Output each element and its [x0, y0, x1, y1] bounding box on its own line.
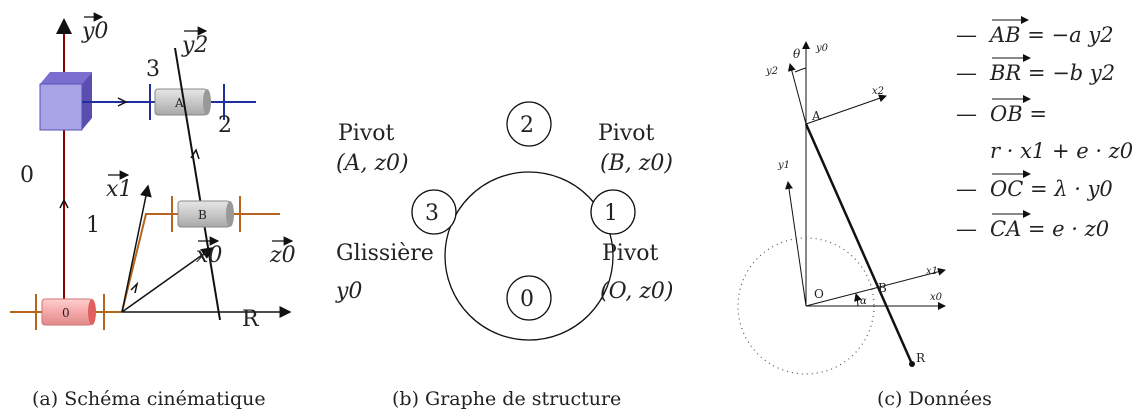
- label-A-c: A: [811, 109, 821, 123]
- eq-5: OC = λ · y0: [990, 177, 1113, 201]
- node-2: [506, 101, 552, 147]
- label-x0-c: x0: [930, 292, 943, 303]
- label-x0: x0: [196, 243, 222, 268]
- node-3: [411, 189, 457, 235]
- label-solid-2: 2: [218, 113, 232, 138]
- label-x1: x1: [106, 177, 132, 202]
- node-0-label: 0: [520, 287, 534, 312]
- label-block-0: 0: [62, 306, 70, 320]
- node-1-label: 1: [604, 201, 618, 226]
- slider-block-front: [39, 83, 83, 131]
- equation-list: — AB = −a y2 — BR = −b y2 — OB = r · x1 …: [956, 16, 1133, 241]
- label-y0-c: y0: [815, 43, 829, 54]
- rod-3: [174, 47, 221, 321]
- eq-3: OB =: [990, 102, 1047, 126]
- label-solid-3: 3: [146, 57, 160, 82]
- link-tick: [59, 198, 69, 209]
- kinematic-diagram: y0 y2 3 2 0 1 x1 x0 z0 A B 0 R (a) Schém…: [10, 12, 296, 410]
- link-O-param: (O, z0): [600, 279, 674, 304]
- label-x1-c: x1: [926, 266, 938, 277]
- caption-b: (b) Graphe de structure: [392, 388, 621, 410]
- label-y0: y0: [81, 19, 108, 44]
- label-solid-0: 0: [20, 163, 34, 188]
- link-B-param: (B, z0): [600, 151, 673, 176]
- link-A-param: (A, z0): [336, 151, 409, 176]
- label-B-c: B: [878, 281, 887, 295]
- caption-a: (a) Schéma cinématique: [32, 388, 266, 410]
- eq-bullet-6: —: [956, 217, 977, 241]
- label-R-c: R: [916, 351, 926, 365]
- axis-y1: [785, 181, 807, 307]
- label-y2-c: y2: [765, 66, 778, 77]
- eq-bullet-5: —: [956, 177, 977, 201]
- data-diagram: θ y0 y2 x2 y1 x1 x0 A B O α R (c) Donnée…: [737, 41, 992, 410]
- link-slide-param: y0: [335, 279, 362, 304]
- label-solid-1: 1: [86, 213, 100, 238]
- graph-ring: [444, 171, 614, 341]
- node-3-label: 3: [425, 201, 439, 226]
- eq-3b: r · x1 + e · z0: [990, 139, 1133, 163]
- label-y2: y2: [181, 33, 208, 58]
- axis-x1: [805, 267, 946, 307]
- node-2-label: 2: [520, 113, 534, 138]
- link-A-name: Pivot: [338, 121, 395, 146]
- eq-bullet-1: —: [956, 23, 977, 47]
- structure-graph: 2 1 0 3 Pivot (B, z0) Pivot (O, z0) Glis…: [335, 101, 674, 410]
- label-A: A: [174, 96, 184, 110]
- label-O-c: O: [814, 287, 824, 301]
- eq-1: AB = −a y2: [988, 23, 1114, 47]
- axis-x2: [805, 94, 887, 125]
- slider-block-top: [40, 72, 92, 84]
- eq-2: BR = −b y2: [989, 61, 1115, 85]
- label-x2-c: x2: [872, 86, 884, 97]
- label-y1-c: y1: [777, 160, 790, 171]
- eq-bullet-3: —: [956, 102, 977, 126]
- label-alpha: α: [860, 296, 867, 307]
- label-theta: θ: [793, 47, 801, 61]
- caption-c: (c) Données: [877, 388, 992, 410]
- axis-y2: [787, 63, 807, 125]
- node-0: [506, 275, 552, 321]
- eq-bullet-2: —: [956, 61, 977, 85]
- label-B: B: [198, 208, 207, 222]
- rod-AR: [804, 123, 914, 365]
- link-slide-name: Glissière: [336, 241, 434, 266]
- link-O-name: Pivot: [602, 241, 659, 266]
- node-1: [590, 189, 636, 235]
- label-R: R: [242, 307, 260, 332]
- link-B-name: Pivot: [598, 121, 655, 146]
- label-z0: z0: [269, 243, 296, 268]
- eq-6: CA = e · z0: [990, 217, 1109, 241]
